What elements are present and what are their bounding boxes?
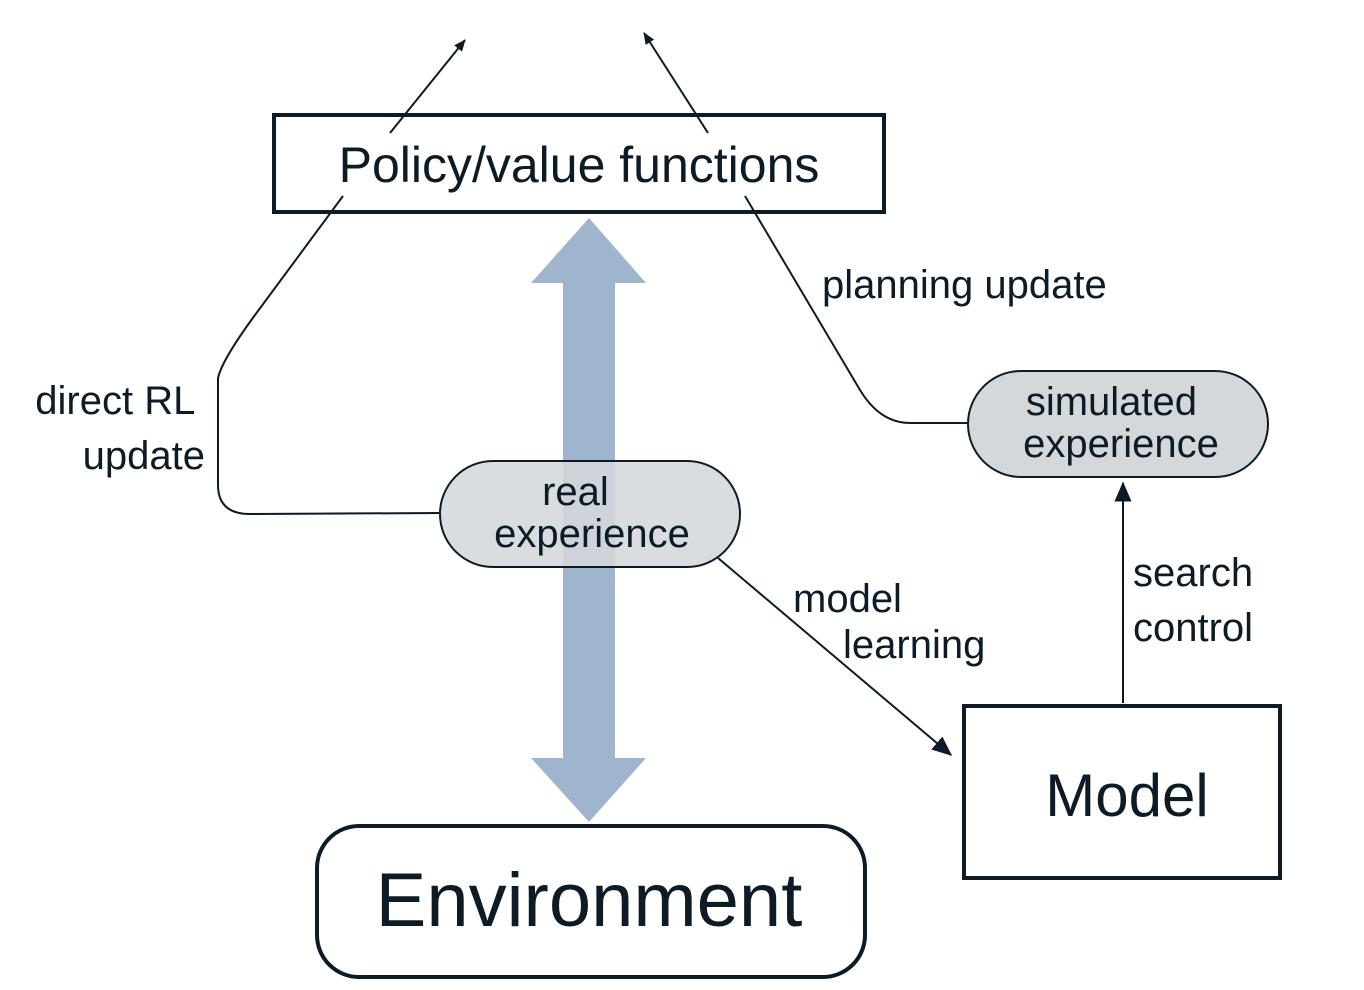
- model-box: [962, 704, 1282, 880]
- real-experience-label: real experience: [494, 470, 690, 556]
- policy-value-label: Policy/value functions: [339, 137, 820, 193]
- simulated-experience-node: [967, 370, 1269, 478]
- planning-update-label: planning update: [822, 263, 1107, 307]
- direct-rl-arrow-head: [389, 39, 466, 134]
- simulated-experience-label: simulated experience: [1023, 380, 1219, 466]
- model-learning-label: model learning: [793, 577, 985, 667]
- environment-box: [315, 824, 867, 979]
- model-learning-arrow: [717, 557, 953, 756]
- planning-path: [744, 195, 968, 424]
- direct-rl-label: direct RL update: [35, 379, 205, 478]
- direct-rl-path: [217, 195, 442, 516]
- planning-arrow-head: [643, 32, 709, 134]
- environment-label: Environment: [376, 858, 803, 943]
- policy-value-box: [272, 113, 886, 214]
- model-label: Model: [1045, 762, 1208, 829]
- real-experience-node: [439, 460, 741, 568]
- search-control-label: search control: [1133, 551, 1264, 650]
